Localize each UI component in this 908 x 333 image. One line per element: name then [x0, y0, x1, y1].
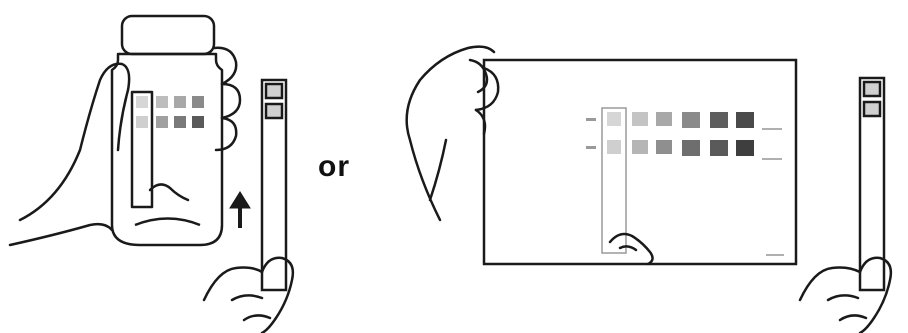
hand-holding-strip-right-icon [800, 258, 891, 333]
color-chart-card [484, 60, 796, 264]
